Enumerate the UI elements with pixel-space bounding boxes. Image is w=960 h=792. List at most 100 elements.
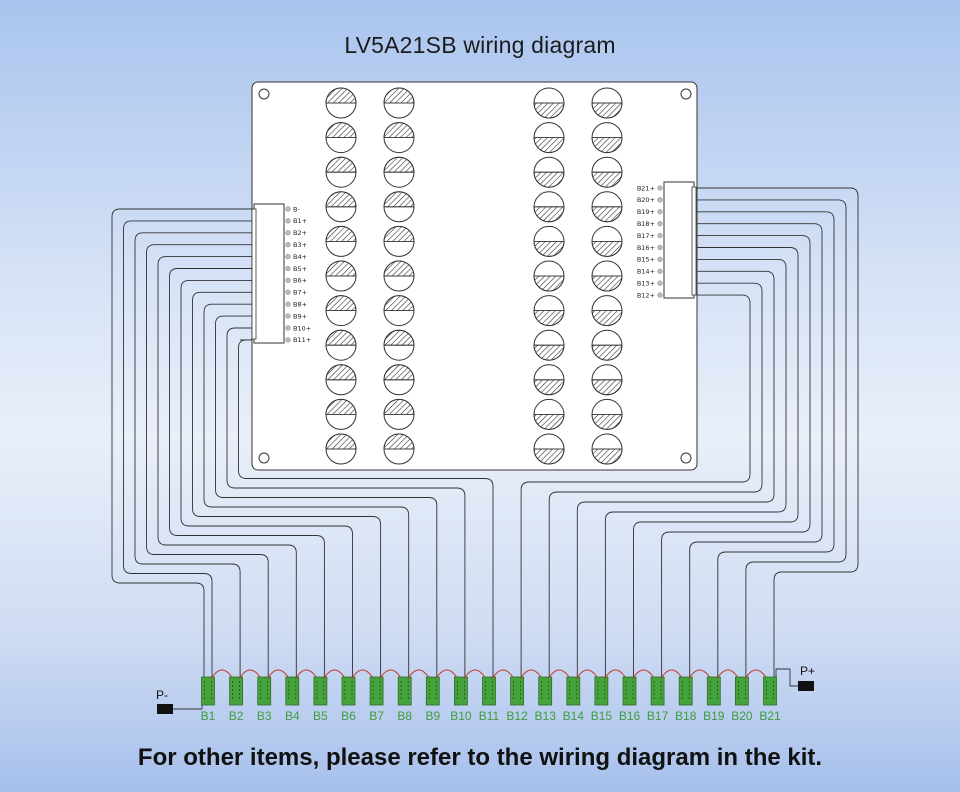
mosfet-pad-hatch — [383, 87, 415, 104]
pin-dot — [657, 280, 663, 286]
battery-cell — [650, 676, 665, 706]
battery-cell — [341, 676, 356, 706]
sense-wire — [146, 244, 269, 677]
battery-cell — [566, 676, 581, 706]
pin-label: B9+ — [293, 312, 307, 320]
cell-jumper — [603, 669, 627, 680]
mosfet-pad-hatch — [591, 379, 623, 396]
pin-label: B6+ — [293, 277, 307, 285]
battery-cell — [425, 676, 440, 706]
footer-note: For other items, please refer to the wir… — [137, 744, 823, 771]
cell-label: B7 — [369, 709, 384, 723]
sense-wire — [192, 291, 382, 677]
mosfet-pad-hatch — [533, 414, 565, 430]
sense-wire — [696, 199, 847, 677]
battery-cell — [285, 676, 300, 706]
mosfet-pad-hatch — [325, 433, 357, 450]
pin-label: B13+ — [637, 280, 655, 288]
mosfet-pad-hatch — [591, 206, 623, 223]
pin-dot — [657, 232, 663, 239]
mosfet-pad-hatch — [325, 260, 357, 277]
sense-wire — [203, 303, 410, 677]
battery-cell — [313, 676, 328, 706]
cell-label: B3 — [257, 709, 272, 723]
cell-label: B1 — [201, 709, 216, 723]
pin-label: B14+ — [637, 268, 655, 276]
battery-cell — [257, 676, 272, 706]
pin-label: B19+ — [637, 208, 655, 216]
mosfet-pad-hatch — [533, 344, 565, 361]
pin-dot — [657, 268, 663, 274]
mosfet-pad-hatch — [533, 102, 565, 119]
mosfet-pad-hatch — [383, 364, 415, 381]
battery-cell — [538, 676, 553, 706]
mosfet-pad-hatch — [591, 171, 623, 188]
sense-wire — [520, 294, 751, 677]
cell-jumper — [463, 669, 487, 680]
sense-wire — [172, 697, 203, 710]
battery-cell — [453, 676, 468, 706]
cell-label: B19 — [703, 709, 725, 723]
battery-cell — [397, 676, 412, 706]
sense-wire — [157, 256, 297, 677]
mosfet-pad-hatch — [325, 226, 357, 242]
cell-label: B4 — [285, 709, 300, 723]
mosfet-pad-hatch — [383, 329, 415, 346]
cell-jumper — [491, 669, 515, 680]
sense-wire — [661, 235, 811, 677]
cell-label: B13 — [535, 709, 557, 723]
cell-label: B5 — [313, 709, 328, 723]
sense-wire — [134, 232, 252, 677]
pin-label: B7+ — [293, 289, 307, 297]
mosfet-pad-hatch — [325, 399, 357, 415]
cell-label: B18 — [675, 709, 697, 723]
cell-jumper — [294, 669, 318, 680]
pin-label: B18+ — [637, 220, 655, 228]
pin-label: B11+ — [293, 336, 311, 344]
pin-label: B15+ — [637, 256, 655, 264]
cell-label: B16 — [619, 709, 641, 723]
pin-label: B17+ — [637, 232, 655, 240]
wire-harness — [111, 187, 859, 710]
mosfet-pad-hatch — [325, 191, 357, 208]
cell-label: B11 — [479, 709, 500, 723]
pin-dot — [657, 185, 663, 191]
battery-cell — [706, 676, 721, 706]
pin-dot — [285, 337, 291, 343]
mosfet-pad-hatch — [325, 364, 357, 381]
cell-jumper — [632, 669, 656, 680]
cell-jumper — [238, 669, 262, 680]
mosfet-pad-hatch — [533, 206, 565, 223]
cell-jumper — [547, 669, 571, 680]
mosfet-pad-hatch — [383, 156, 415, 173]
bms-board — [251, 81, 698, 471]
sense-wire — [633, 247, 799, 677]
cell-jumper — [407, 669, 431, 680]
positive-terminal — [798, 681, 814, 691]
mosfet-pad-hatch — [533, 137, 565, 153]
mosfet-pad-hatch — [591, 448, 623, 465]
mounting-hole — [258, 88, 270, 100]
pin-dot — [285, 206, 291, 212]
sense-wire — [696, 211, 835, 677]
pin-dot — [657, 244, 663, 251]
mosfet-pad-hatch — [591, 137, 623, 153]
page-title: LV5A21SB wiring diagram — [344, 32, 616, 58]
mosfet-pad-hatch — [383, 191, 415, 208]
mosfet-pad-hatch — [383, 122, 415, 138]
pin-dot — [285, 277, 291, 284]
mosfet-pad-hatch — [591, 275, 623, 292]
cell-jumper — [688, 669, 712, 680]
cell-label: B9 — [425, 709, 440, 723]
left-connector-latch — [251, 208, 257, 340]
sense-wire — [111, 208, 252, 677]
pin-dot — [657, 221, 663, 227]
cell-jumper — [379, 669, 403, 680]
pin-label: B16+ — [637, 244, 655, 252]
pin-label: B3+ — [293, 241, 307, 249]
sense-wire — [238, 339, 494, 677]
mosfet-pad-hatch — [383, 399, 415, 415]
negative-terminal-label: P- — [156, 688, 168, 702]
